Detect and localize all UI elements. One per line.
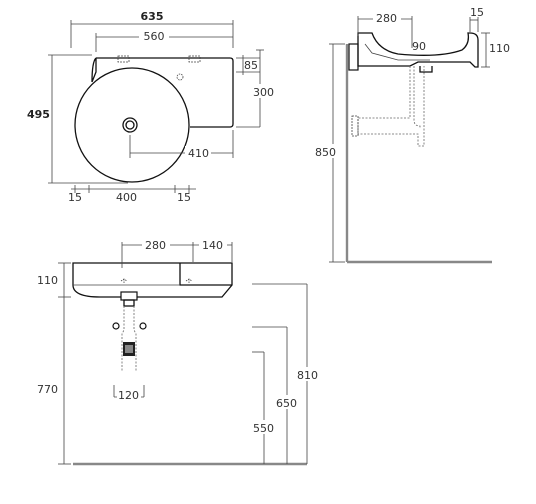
- front-tap-marker-right: [185, 278, 193, 284]
- front-dim-waste-width: 120: [118, 389, 139, 402]
- plan-dim-waste-offset: 410: [188, 147, 209, 160]
- side-dim-mount-height: 850: [315, 146, 336, 159]
- front-tap-marker-left: [120, 278, 128, 284]
- plan-tap-hole-right: [188, 55, 201, 63]
- plan-dim-width: 635: [141, 10, 164, 23]
- plan-bowl-circle: [74, 67, 190, 183]
- plan-dim-shelf-depth: 85: [244, 59, 258, 72]
- side-dim-overflow-offset: 90: [412, 40, 426, 53]
- plan-dim-inner-width: 560: [144, 30, 165, 43]
- front-waste-pipe: [121, 306, 137, 372]
- plan-tap-hole-left: [117, 55, 130, 63]
- side-basin-inner: [364, 43, 430, 61]
- plan-view: 635 560 495 85 300 410 15: [27, 10, 276, 204]
- plan-overflow-hole: [176, 73, 184, 81]
- plan-dim-right-margin: 15: [177, 191, 191, 204]
- front-dim-bowl-width: 280: [145, 239, 166, 252]
- side-trap-pipe: [357, 66, 425, 147]
- plan-dim-left-margin: 15: [68, 191, 82, 204]
- plan-drain-inner: [125, 120, 135, 130]
- front-dim-shelf-width: 140: [202, 239, 223, 252]
- front-view: 280 140 110 770 120 810 650 550: [34, 238, 322, 466]
- front-basin-outline: [72, 262, 233, 298]
- plan-dim-basin-depth: 300: [253, 86, 274, 99]
- front-dim-level-550: 550: [253, 422, 274, 435]
- side-view: 280 15 90 110 850: [314, 6, 510, 264]
- plan-dim-depth: 495: [27, 108, 50, 121]
- side-wall-bracket: [348, 43, 359, 71]
- front-dim-level-650: 650: [276, 397, 297, 410]
- side-dim-height: 110: [489, 42, 510, 55]
- front-waste-outlet: [120, 291, 138, 301]
- front-dim-height: 110: [37, 274, 58, 287]
- plan-basin-outline: [91, 57, 234, 128]
- side-dim-bowl-depth: 280: [376, 12, 397, 25]
- side-dim-rim: 15: [470, 6, 484, 19]
- front-dim-height-total: 770: [37, 383, 58, 396]
- front-fixing-bolt-left: [112, 322, 120, 330]
- plan-drain-outer: [122, 117, 138, 133]
- plan-dim-bowl-diameter: 400: [116, 191, 137, 204]
- front-fixing-bolt-right: [139, 322, 147, 330]
- side-basin-section: [357, 32, 479, 68]
- front-dim-level-810: 810: [297, 369, 318, 382]
